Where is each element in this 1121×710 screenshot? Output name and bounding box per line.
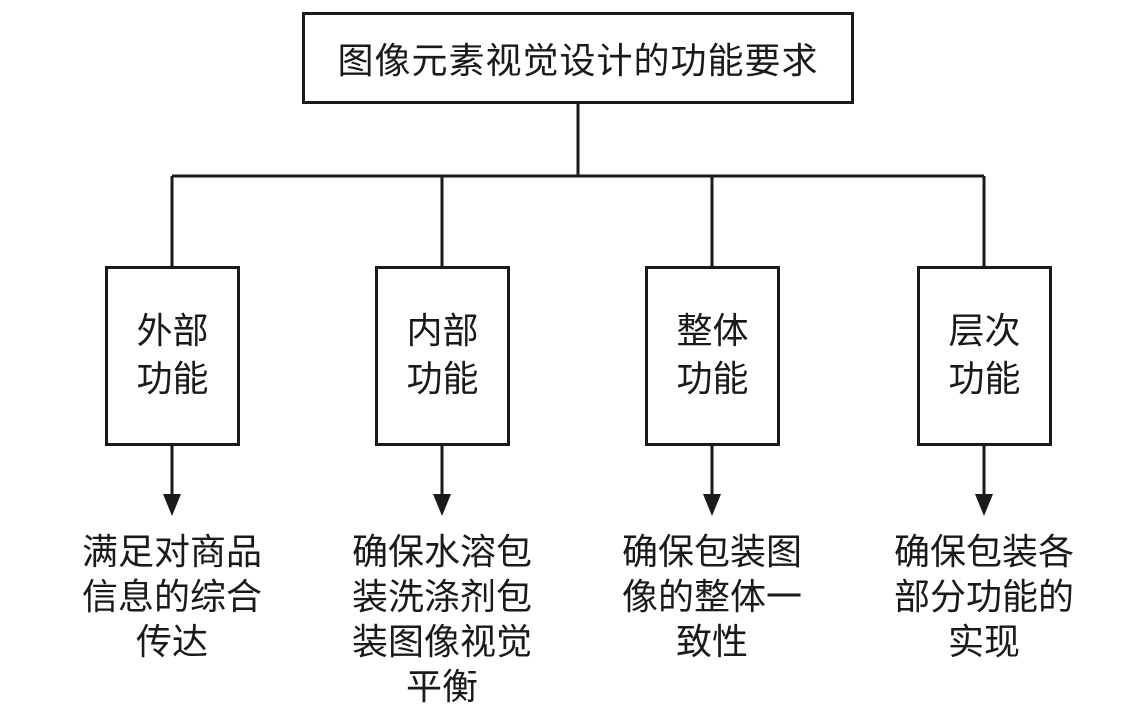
- branch-node-external: 外部 功能: [105, 266, 240, 446]
- arrowhead-1: [163, 494, 181, 516]
- branch-node-label-line: 功能: [406, 359, 479, 400]
- root-node-label: 图像元素视觉设计的功能要求: [337, 41, 819, 82]
- branch-description-overall: 确保包装图 像的整体一 致性: [612, 530, 812, 665]
- description-line: 实现: [947, 622, 1020, 663]
- branch-node-label-line: 内部: [406, 311, 479, 352]
- branch-node-internal: 内部 功能: [375, 266, 510, 446]
- description-line: 传达: [135, 622, 208, 663]
- description-line: 装图像视觉: [351, 622, 532, 663]
- description-line: 确保水溶包: [351, 532, 532, 573]
- branch-node-label-line: 功能: [676, 359, 749, 400]
- branch-description-external: 满足对商品 信息的综合 传达: [72, 530, 272, 665]
- branch-description-hierarchy: 确保包装各 部分功能的 实现: [884, 530, 1084, 665]
- branch-node-label-line: 功能: [136, 359, 209, 400]
- description-line: 确保包装图: [621, 532, 802, 573]
- description-line: 装洗涤剂包: [351, 577, 532, 618]
- description-line: 确保包装各: [893, 532, 1074, 573]
- branch-node-label-line: 整体: [676, 311, 749, 352]
- description-line: 致性: [675, 622, 748, 663]
- description-line: 像的整体一: [621, 577, 802, 618]
- description-line: 平衡: [405, 667, 478, 708]
- branch-node-label-line: 外部: [136, 311, 209, 352]
- description-line: 部分功能的: [893, 577, 1074, 618]
- arrowhead-4: [975, 494, 993, 516]
- arrowhead-3: [703, 494, 721, 516]
- arrowhead-2: [433, 494, 451, 516]
- branch-node-hierarchy: 层次 功能: [917, 266, 1052, 446]
- branch-node-label-line: 功能: [948, 359, 1021, 400]
- description-line: 满足对商品: [81, 532, 262, 573]
- branch-description-internal: 确保水溶包 装洗涤剂包 装图像视觉 平衡: [342, 530, 542, 710]
- branch-node-overall: 整体 功能: [645, 266, 780, 446]
- root-node: 图像元素视觉设计的功能要求: [302, 12, 854, 104]
- description-line: 信息的综合: [81, 577, 262, 618]
- branch-node-label-line: 层次: [948, 311, 1021, 352]
